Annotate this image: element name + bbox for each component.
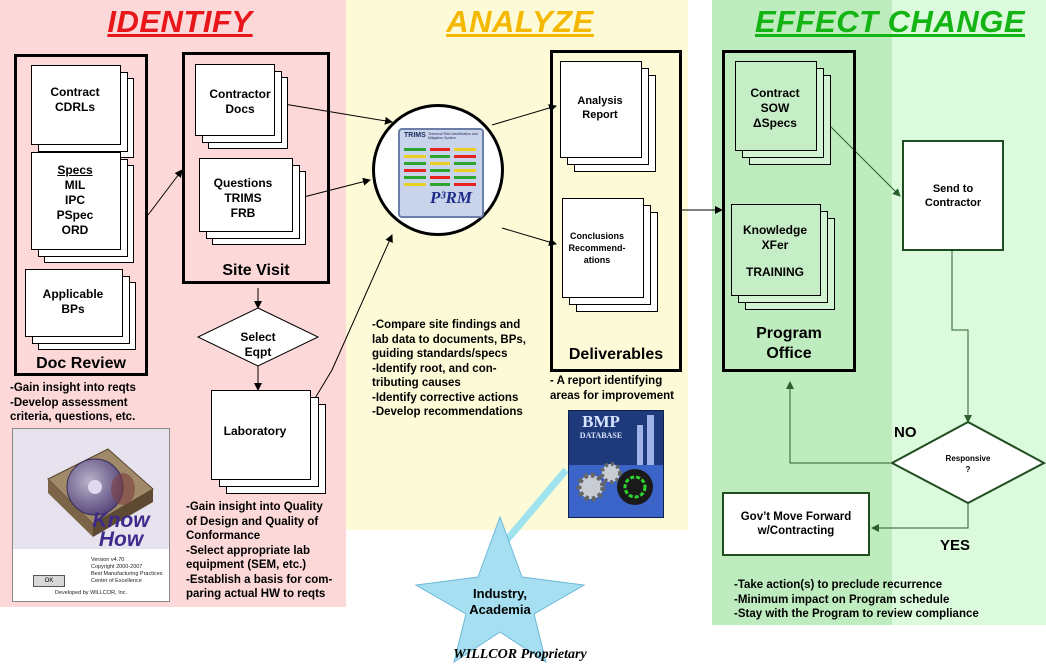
arrow-trims-to-conclusions [501, 227, 557, 246]
program-office-frame [722, 50, 856, 372]
yes-label: YES [940, 537, 971, 554]
doc-review-frame [14, 54, 148, 376]
effect-change-title: EFFECT CHANGE [755, 4, 1025, 39]
analysis-report-doc[interactable] [560, 61, 642, 158]
arrow-yes-to-gov [871, 503, 969, 532]
deliverables-label: Deliverables [568, 346, 664, 363]
no-label: NO [894, 424, 917, 441]
deliverables-frame [550, 50, 682, 372]
arrow-docreview-to-sitevisit [147, 169, 183, 216]
proprietary-label: WILLCOR Proprietary [453, 647, 587, 662]
arrow-no-to-program [786, 381, 890, 464]
knowhow-disc-image [13, 429, 169, 549]
select-eqpt-diamond [196, 307, 320, 367]
laboratory-box[interactable] [211, 390, 311, 480]
conclusions-doc[interactable] [562, 198, 644, 298]
site-visit-label: Site Visit [222, 262, 290, 279]
trims-card-sub: Technical Risk Identification and Mitiga… [428, 132, 478, 140]
doc-specs-label: Specs MIL IPC PSpec ORD [56, 163, 94, 237]
doc-contractor-docs[interactable] [195, 64, 275, 136]
arrow-lab-to-trims [313, 234, 393, 401]
site-visit-frame [182, 52, 330, 284]
arrow-trims-to-analysis [491, 104, 557, 126]
doc-applicable-bps[interactable] [25, 269, 123, 337]
laboratory-label: Laboratory [223, 424, 287, 438]
p3rm-logo: P³RM [430, 188, 472, 207]
bmp-gears-icon [569, 415, 663, 517]
knowhow-ok-button[interactable]: OK [33, 575, 65, 587]
responsive-label: Responsive? [945, 454, 991, 474]
identify-title: IDENTIFY [107, 4, 253, 39]
gov-move-forward-box[interactable] [722, 492, 870, 556]
industry-to-bmp-arrow [497, 467, 569, 551]
responsive-diamond [889, 420, 1046, 505]
arrow-send-to-responsive [951, 251, 972, 423]
doc-review-notes: -Gain insight into reqts-Develop assessm… [10, 382, 136, 423]
knowhow-developer: Developed by WILLCOR, Inc. [54, 590, 128, 596]
bmp-database-logo: BMP DATABASE [568, 410, 664, 518]
industry-star [414, 515, 586, 664]
knowhow-logo: Know How [92, 509, 150, 551]
send-to-contractor-box[interactable] [902, 140, 1004, 251]
doc-specs[interactable] [31, 152, 121, 250]
effect-change-notes: -Take action(s) to preclude recurrence-M… [734, 579, 979, 620]
effect-change-band-light [892, 0, 1046, 625]
contract-sow-doc[interactable] [735, 61, 817, 151]
analyze-title: ANALYZE [446, 4, 594, 39]
trims-logo-card: TRIMS Technical Risk Identification and … [398, 128, 484, 218]
doc-contract-cdrls[interactable] [31, 65, 121, 145]
trims-card-title: TRIMS [404, 132, 426, 139]
trims-bars [404, 148, 476, 186]
bmp-logo-text: BMP DATABASE [579, 412, 623, 441]
industry-academia-label: Industry,Academia [469, 586, 531, 617]
arrow-contractor-to-trims [271, 101, 393, 125]
knowledge-xfer-doc[interactable] [731, 204, 821, 296]
doc-questions-trims-frb[interactable] [199, 158, 293, 232]
doc-review-label: Doc Review [36, 355, 126, 372]
